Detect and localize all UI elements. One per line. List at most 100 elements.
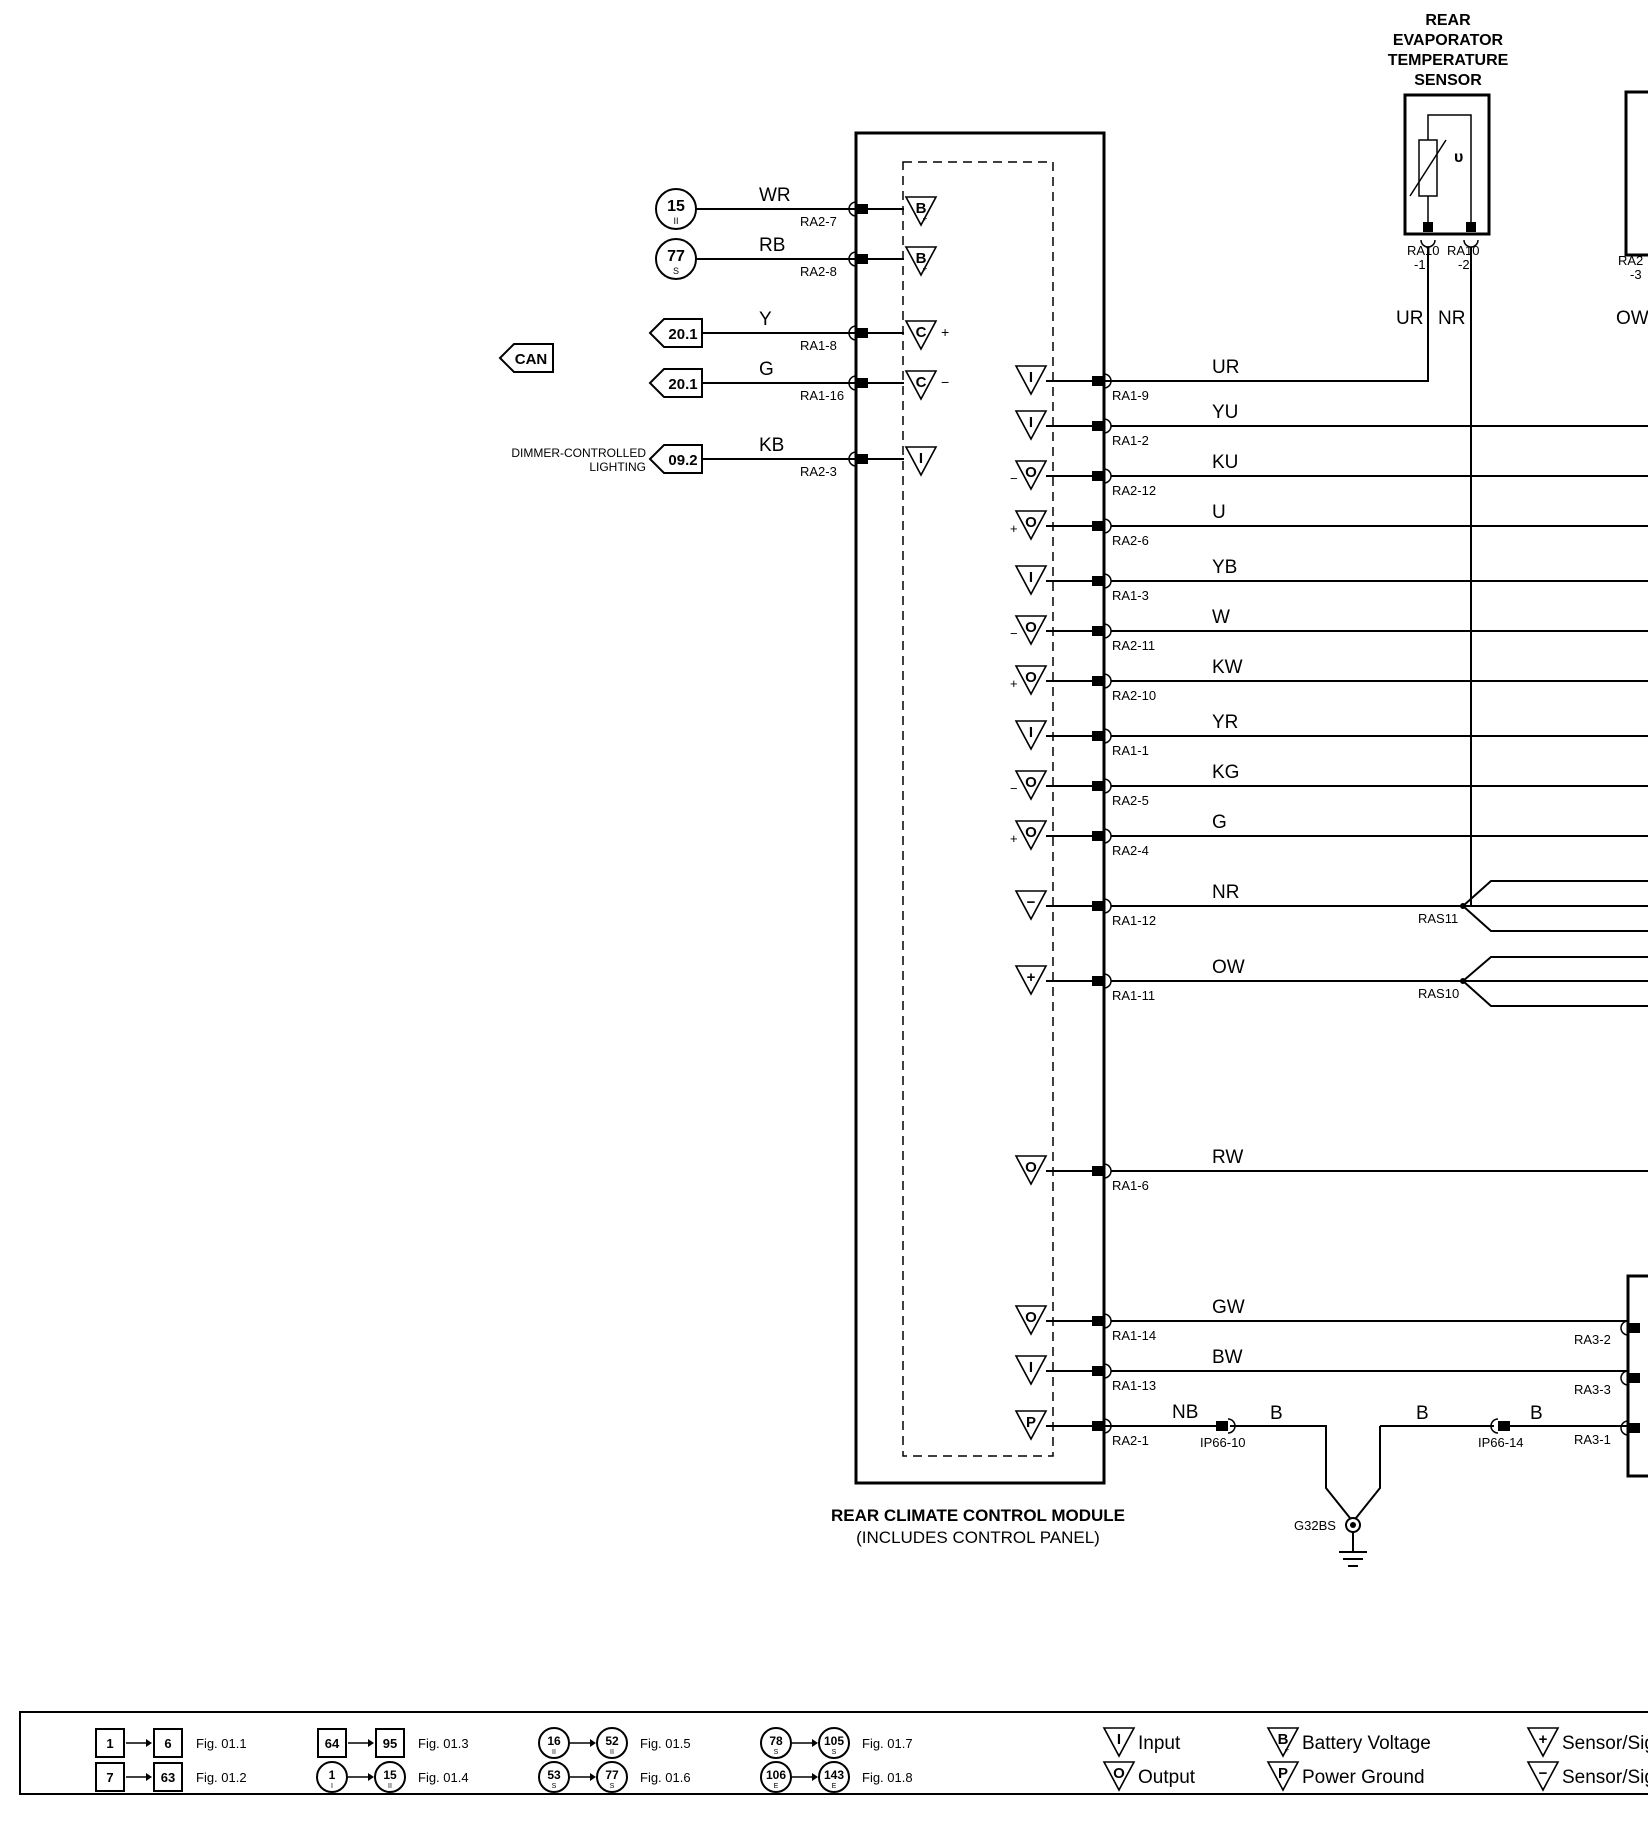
signal-symbol-shape	[1014, 665, 1048, 696]
pin-arc	[848, 451, 857, 467]
signal-symbol: I	[1014, 365, 1048, 396]
signal-symbol-letter: −	[1027, 894, 1036, 911]
pin-terminal	[856, 454, 868, 464]
nav-to-box	[375, 1728, 405, 1758]
wire-color-label: G	[1212, 812, 1227, 833]
signal-symbol: C−	[904, 370, 949, 401]
wire-color-label: U	[1212, 502, 1226, 523]
signal-symbol-letter: P	[1026, 1414, 1036, 1431]
legend-triangle-shape	[1102, 1761, 1136, 1792]
signal-symbol-shape	[1014, 1410, 1048, 1441]
signal-symbol-letter: O	[1025, 1159, 1037, 1176]
can-bus-reference: CAN	[498, 343, 554, 373]
pin-terminal	[1092, 976, 1104, 986]
signal-symbol: I	[1014, 1355, 1048, 1386]
pin-label: RA1-13	[1112, 1378, 1156, 1393]
nav-from-number: 106	[766, 1768, 786, 1782]
signal-symbol: −	[1014, 890, 1048, 921]
page-ref-sub: S	[673, 266, 679, 276]
signal-symbol-shape	[1014, 720, 1048, 751]
nav-to-circle	[596, 1727, 628, 1759]
nav-from-sub: E	[774, 1783, 779, 1790]
nav-to-number: 143	[824, 1768, 844, 1782]
legend-triangle-shape	[1526, 1761, 1560, 1792]
nav-to-number: 63	[161, 1770, 175, 1785]
nav-to-circle	[818, 1727, 850, 1759]
pin-terminal	[1092, 376, 1104, 386]
ground-wire-b-label-3: B	[1530, 1403, 1543, 1424]
signal-symbol-letter: C	[916, 324, 927, 341]
ground-point-dot	[1350, 1522, 1356, 1528]
pin-terminal	[1092, 421, 1104, 431]
signal-symbol: O−	[1010, 770, 1048, 801]
pin-arc	[848, 251, 857, 267]
signal-symbol-letter: I	[1029, 569, 1033, 586]
legend-triangle-letter: B	[1278, 1731, 1289, 1748]
legend-triangle-letter: −	[1539, 1765, 1548, 1782]
nav-from-circle	[760, 1761, 792, 1793]
page-ref-number: 20.1	[668, 326, 697, 343]
signal-symbol-polarity: −	[1010, 471, 1018, 486]
signal-symbol: O−	[1010, 460, 1048, 491]
pin-terminal	[1092, 1366, 1104, 1376]
signal-symbol-shape	[1014, 820, 1048, 851]
nav-arrow-head	[812, 1773, 818, 1781]
sensor-pin-1-sub: -1	[1414, 257, 1426, 272]
nav-arrow-head	[146, 1773, 152, 1781]
signal-symbol-letter: O	[1025, 669, 1037, 686]
signal-symbol-shape	[1014, 615, 1048, 646]
legend-frame	[19, 1711, 1648, 1795]
legend-symbol-label: Sensor/Sig	[1562, 1733, 1648, 1754]
ground-id-label: G32BS	[1294, 1518, 1336, 1533]
pin-label: RA1-1	[1112, 743, 1149, 758]
nav-fig-label: Fig. 01.7	[862, 1736, 913, 1751]
nav-from-number: 7	[106, 1770, 113, 1785]
legend-symbol-battery-voltage-2: B+Battery Voltage	[1266, 1727, 1431, 1758]
legend-triangle-shape	[1102, 1727, 1136, 1758]
legend-triangle-shape	[1266, 1727, 1300, 1758]
nav-fig-label: Fig. 01.6	[640, 1770, 691, 1785]
pin-terminal	[1092, 676, 1104, 686]
adjacent-pin-label: RA2	[1618, 253, 1643, 268]
nav-fig-label: Fig. 01.1	[196, 1736, 247, 1751]
signal-symbol-polarity: +	[1010, 521, 1018, 536]
nav-from-number: 64	[325, 1736, 340, 1751]
signal-symbol: B+	[904, 246, 938, 277]
pin-terminal	[1092, 1421, 1104, 1431]
wire-color-label: RB	[759, 235, 785, 256]
wire-color-label: NB	[1172, 1402, 1198, 1423]
legend-triangle-shape	[1266, 1761, 1300, 1792]
signal-symbol-polarity: −	[941, 374, 949, 390]
legend-triangle: −	[1526, 1761, 1560, 1792]
adjacent-component-box	[1624, 90, 1648, 257]
signal-symbol-shape	[1014, 365, 1048, 396]
inline-connector-ip66-10	[1216, 1421, 1228, 1431]
page-ref-number: 09.2	[668, 452, 697, 469]
signal-symbol-plus: +	[923, 264, 928, 273]
signal-symbol-polarity: +	[941, 324, 949, 340]
right-connection-w: O−RA2-11W	[1010, 607, 1648, 653]
signal-symbol-letter: C	[916, 374, 927, 391]
nav-to-circle	[818, 1761, 850, 1793]
nav-to-box	[153, 1728, 183, 1758]
signal-symbol-letter: +	[1027, 969, 1036, 986]
splice-ras11-label: RAS11	[1418, 911, 1458, 926]
adjacent-pin-sub: -3	[1630, 267, 1642, 282]
legend-symbol-label: Sensor/Sig	[1562, 1767, 1648, 1788]
signal-symbol-shape	[1014, 770, 1048, 801]
right-connection-u: O+RA2-6U	[1010, 502, 1648, 548]
pin-label: RA2-11	[1112, 638, 1155, 653]
nav-fig-label: Fig. 01.3	[418, 1736, 469, 1751]
signal-symbol-polarity: −	[1010, 626, 1018, 641]
signal-symbol-shape	[1014, 1155, 1048, 1186]
ra3-pin-2-label: RA3-2	[1574, 1332, 1611, 1347]
nav-to-number: 77	[605, 1768, 619, 1782]
nav-arrow-head	[146, 1739, 152, 1747]
